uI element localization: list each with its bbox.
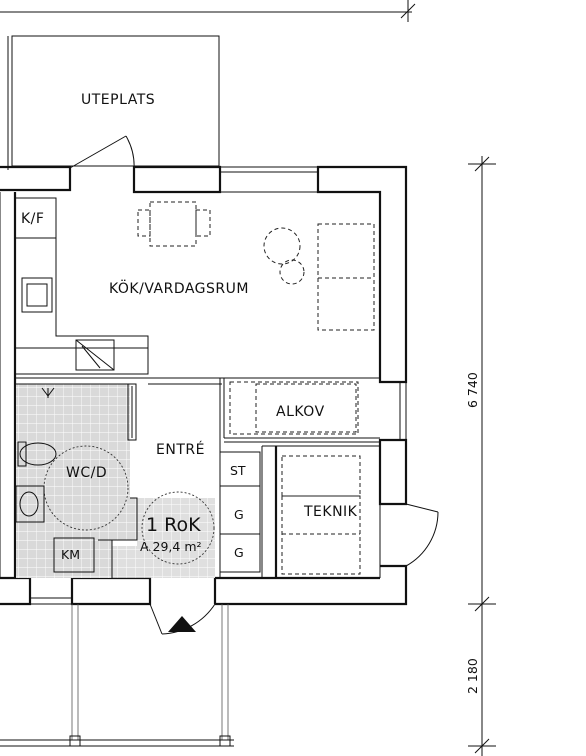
terrace [7, 35, 220, 170]
dimension-label-outside: 2 180 [465, 658, 480, 694]
teknik-equipment [281, 455, 361, 575]
teknik-door [405, 503, 439, 567]
wet-room-floor [16, 384, 215, 578]
top-reference-line [0, 0, 416, 22]
terrace-door [69, 135, 135, 171]
room-label-wcd: WC/D [66, 465, 107, 481]
armchairs [263, 227, 305, 285]
unit-area-label: A 29,4 m² [140, 539, 202, 554]
room-label-km: KM [61, 547, 80, 562]
kitchen-table [137, 201, 211, 247]
interior-walls [16, 377, 381, 578]
washing-machine [53, 537, 95, 573]
room-label-entre: ENTRÉ [156, 441, 205, 458]
dimension-line [468, 156, 496, 756]
toilet [17, 441, 57, 467]
outdoor-paving [0, 604, 234, 747]
alkov-bed [229, 381, 359, 435]
cabinet-label-st: ST [230, 463, 246, 478]
sofa [317, 223, 375, 331]
washbasin [15, 485, 45, 523]
room-label-alkov: ALKOV [276, 404, 325, 420]
dimension-label-depth: 6 740 [465, 372, 480, 408]
cabinet-label-g1: G [234, 507, 244, 522]
room-label-uteplats: UTEPLATS [81, 92, 155, 108]
room-label-kf: K/F [21, 211, 44, 227]
cabinet-label-g2: G [234, 545, 244, 560]
floor-drain-symbol [41, 387, 55, 398]
entre-turning-circle [141, 491, 215, 565]
room-label-kitchen: KÖK/VARDAGSRUM [109, 279, 249, 297]
room-label-teknik: TEKNIK [303, 504, 358, 520]
entrance-door [149, 603, 216, 635]
kitchen-counter [16, 197, 149, 375]
unit-type-label: 1 RoK [146, 514, 201, 536]
